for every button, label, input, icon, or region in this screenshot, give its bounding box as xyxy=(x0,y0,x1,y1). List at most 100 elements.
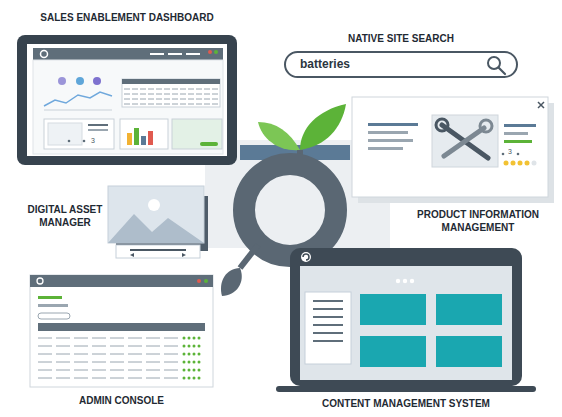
admin-window-part xyxy=(30,275,213,287)
admin-window-part xyxy=(197,279,201,283)
dashboard-tablet-part xyxy=(214,50,218,54)
status-dot xyxy=(193,345,196,348)
dashboard-tablet-part xyxy=(17,35,237,165)
product-card-part xyxy=(480,120,492,132)
product-card-part xyxy=(368,139,413,142)
search-box-part xyxy=(499,68,506,75)
dashboard-tablet-part xyxy=(122,79,220,84)
dashboard-tablet-part xyxy=(93,77,101,85)
dashboard-tablet-part xyxy=(124,94,218,95)
admin-window-part xyxy=(38,304,68,307)
section-heading: SALES ENABLEMENT DASHBOARD xyxy=(17,12,237,25)
product-card-part xyxy=(432,115,498,167)
hub-sprocket-part xyxy=(221,268,242,296)
dashboard-tablet-part xyxy=(44,119,114,149)
field-text: 3 xyxy=(508,148,512,157)
dashboard-tablet-part xyxy=(44,92,112,106)
cms-laptop-part xyxy=(313,308,343,310)
product-card-part xyxy=(368,147,403,150)
asset-viewer-part xyxy=(130,249,186,251)
dashboard-tablet-part xyxy=(58,77,66,85)
status-dot xyxy=(193,353,196,356)
status-dot xyxy=(193,361,196,364)
product-node: PRODUCT INFORMATION MANAGEMENT 3 xyxy=(352,97,548,237)
status-dot xyxy=(198,377,201,380)
product-card-part xyxy=(525,161,530,166)
dashboard-tablet-part xyxy=(88,129,108,131)
dashboard-tablet-part xyxy=(68,140,71,143)
status-dot xyxy=(198,361,201,364)
asset-viewer-part xyxy=(130,253,134,257)
status-dot xyxy=(188,361,191,364)
table-row xyxy=(38,370,178,371)
cms-laptop-part xyxy=(305,292,351,364)
asset-viewer-part xyxy=(116,245,200,258)
product-card-part xyxy=(538,102,544,108)
status-dot xyxy=(193,377,196,380)
cms-laptop-part xyxy=(396,279,400,283)
status-dot xyxy=(188,377,191,380)
admin-node: ADMIN CONSOLE xyxy=(30,275,215,410)
dashboard-tablet-part xyxy=(168,53,182,55)
asset-viewer-part xyxy=(108,186,204,243)
dashboard-tablet-part xyxy=(208,50,212,54)
admin-window-part xyxy=(30,275,213,387)
product-card-part xyxy=(517,153,520,156)
section-heading: NATIVE SITE SEARCH xyxy=(285,33,517,46)
status-dot xyxy=(188,353,191,356)
status-dot xyxy=(183,361,186,364)
cms-laptop-part xyxy=(410,279,414,283)
hub-sprocket-part xyxy=(240,245,258,268)
product-card-part xyxy=(518,161,523,166)
field-text: batteries xyxy=(300,57,350,72)
product-card-part xyxy=(436,119,448,131)
dashboard-tablet-part xyxy=(120,119,168,149)
table-row xyxy=(38,346,178,347)
table-row xyxy=(38,362,178,363)
table-row xyxy=(38,338,178,339)
hub-sprocket-part xyxy=(244,164,336,256)
field-text: 3 xyxy=(91,137,95,146)
cms-laptop-part xyxy=(360,294,426,325)
cms-laptop-part xyxy=(303,254,309,260)
status-dot xyxy=(183,353,186,356)
dashboard-tablet-part xyxy=(127,133,132,145)
product-card-part xyxy=(444,128,484,156)
product-card-part xyxy=(352,97,548,197)
dashboard-tablet-part xyxy=(200,142,218,146)
admin-window-part xyxy=(204,279,208,283)
admin-window-part xyxy=(38,296,62,299)
dashboard-tablet xyxy=(17,35,237,165)
cms-laptop-part xyxy=(313,340,343,342)
cms-laptop-part xyxy=(290,248,522,386)
section-heading: CONTENT MANAGEMENT SYSTEM xyxy=(290,398,522,411)
product-card-part xyxy=(504,140,532,143)
cms-laptop-part xyxy=(360,336,426,367)
dashboard-tablet-part xyxy=(88,124,108,126)
cms-laptop-part xyxy=(300,266,512,380)
dashboard-tablet-part xyxy=(48,123,82,145)
admin-window-part xyxy=(38,323,205,331)
dashboard-tablet-part xyxy=(41,51,48,58)
status-dot xyxy=(198,369,201,372)
product-card-part xyxy=(368,123,418,126)
status-dot xyxy=(183,369,186,372)
cms-laptop-part xyxy=(403,279,407,283)
dashboard-tablet-part xyxy=(150,53,164,55)
dashboard-tablet-part xyxy=(124,99,218,100)
product-card xyxy=(352,97,554,203)
status-dot xyxy=(198,353,201,356)
cms-laptop-part xyxy=(313,300,343,302)
table-row xyxy=(38,354,178,355)
status-dot xyxy=(183,377,186,380)
dashboard-tablet-part xyxy=(141,136,146,145)
section-heading: PRODUCT INFORMATION MANAGEMENT xyxy=(410,209,546,234)
dashboard-tablet-part xyxy=(172,119,222,149)
cms-laptop-part xyxy=(313,324,343,326)
product-card-part xyxy=(368,131,408,134)
status-dot xyxy=(188,369,191,372)
product-card-part xyxy=(504,132,528,135)
cms-laptop-part xyxy=(313,316,343,318)
dashboard-tablet-part xyxy=(122,79,220,107)
product-card-part xyxy=(511,161,516,166)
